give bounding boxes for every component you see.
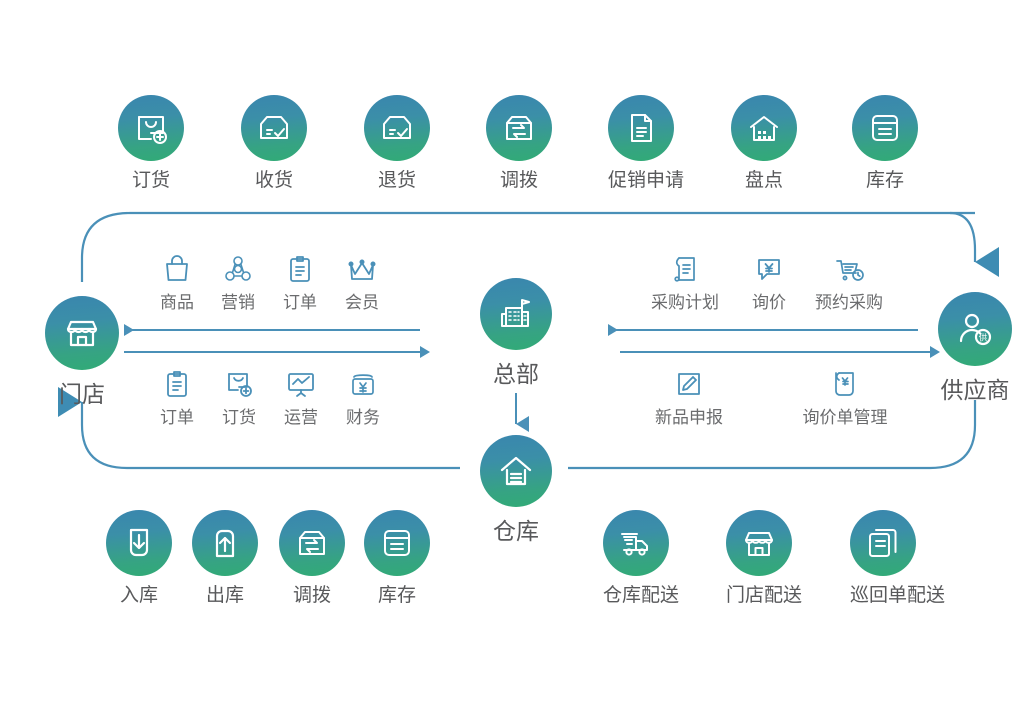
- hub-supplier[interactable]: 供 供应商: [905, 292, 1025, 405]
- mini-订单-below-label: 订单: [160, 408, 194, 427]
- mini-订单-above-label: 订单: [283, 293, 317, 312]
- mini-运营-label: 运营: [284, 408, 318, 427]
- warehouse-dots-icon: [731, 95, 797, 161]
- node-bottom-right-1-label: 门店配送: [726, 585, 803, 606]
- node-bottom-left-0[interactable]: 入库: [106, 510, 172, 608]
- mini-订单-above[interactable]: 订单: [267, 253, 333, 313]
- arrow-down-box-icon: [106, 510, 172, 576]
- hub-store[interactable]: 门店: [12, 296, 152, 409]
- node-top-3[interactable]: 调拨: [486, 95, 552, 193]
- hub-headquarters-label: 总部: [493, 361, 539, 387]
- storefront-icon: [45, 296, 119, 370]
- hub-store-label: 门店: [59, 381, 105, 407]
- mini-新品申报[interactable]: 新品申报: [641, 368, 737, 428]
- clipboard-order-icon: [144, 368, 210, 398]
- documents-stack-icon: [850, 510, 916, 576]
- shopping-bag-plus-icon: [206, 368, 272, 398]
- warehouse-icon: [480, 435, 552, 507]
- mini-询价-label: 询价: [752, 293, 786, 312]
- clipboard-order-icon: [267, 253, 333, 283]
- node-top-6[interactable]: 库存: [852, 95, 918, 193]
- node-top-4[interactable]: 促销申请: [608, 95, 685, 193]
- node-top-1-label: 收货: [254, 170, 293, 191]
- node-bottom-right-1[interactable]: 门店配送: [726, 510, 803, 608]
- node-bottom-left-1[interactable]: 出库: [192, 510, 258, 608]
- node-top-6-label: 库存: [865, 170, 904, 191]
- arrow-up-box-icon: [192, 510, 258, 576]
- node-top-5[interactable]: 盘点: [731, 95, 797, 193]
- node-top-3-label: 调拨: [499, 170, 538, 191]
- document-lines-icon: [608, 95, 674, 161]
- node-top-0[interactable]: 订货: [118, 95, 184, 193]
- hub-warehouse[interactable]: 仓库: [446, 435, 586, 546]
- hub-warehouse-label: 仓库: [493, 518, 539, 544]
- mini-财务[interactable]: 财务: [330, 368, 396, 428]
- shopping-bag-plus-icon: [118, 95, 184, 161]
- new-product-pencil-icon: [641, 368, 737, 398]
- box-transfer-icon: [486, 95, 552, 161]
- shopping-bag-icon: [144, 253, 210, 283]
- mini-会员-label: 会员: [345, 293, 379, 312]
- mini-商品[interactable]: 商品: [144, 253, 210, 313]
- mini-预约采购-label: 预约采购: [815, 293, 883, 312]
- purchase-plan-icon: [637, 253, 733, 283]
- mini-采购计划-label: 采购计划: [651, 293, 719, 312]
- mini-询价单管理-label: 询价单管理: [802, 408, 888, 427]
- supplier-person-icon: 供: [938, 292, 1012, 366]
- delivery-truck-icon: [603, 510, 669, 576]
- node-bottom-left-1-label: 出库: [205, 585, 244, 606]
- box-check-icon: [241, 95, 307, 161]
- loop-bottom-right-segment: [568, 400, 977, 470]
- node-top-0-label: 订货: [131, 170, 170, 191]
- svg-text:供: 供: [979, 333, 988, 344]
- mini-订货[interactable]: 订货: [206, 368, 272, 428]
- scheduled-purchase-icon: [801, 253, 897, 283]
- node-bottom-left-2[interactable]: 调拨: [279, 510, 345, 608]
- price-inquiry-icon: [736, 253, 802, 283]
- node-bottom-right-0[interactable]: 仓库配送: [603, 510, 680, 608]
- hub-headquarters[interactable]: 总部: [446, 278, 586, 389]
- node-bottom-right-2-label: 巡回单配送: [850, 585, 946, 606]
- mini-商品-label: 商品: [160, 293, 194, 312]
- node-top-1[interactable]: 收货: [241, 95, 307, 193]
- node-bottom-left-3[interactable]: 库存: [364, 510, 430, 608]
- node-top-2[interactable]: 退货: [364, 95, 430, 193]
- mini-会员[interactable]: 会员: [329, 253, 395, 313]
- hub-supplier-label: 供应商: [940, 377, 1010, 403]
- node-bottom-left-2-label: 调拨: [292, 585, 331, 606]
- mini-预约采购[interactable]: 预约采购: [801, 253, 897, 313]
- mini-订单-below[interactable]: 订单: [144, 368, 210, 428]
- mini-订货-label: 订货: [222, 408, 256, 427]
- crown-member-icon: [329, 253, 395, 283]
- node-top-4-label: 促销申请: [608, 170, 685, 191]
- box-lines-icon: [852, 95, 918, 161]
- node-top-5-label: 盘点: [744, 170, 783, 191]
- loop-to-supplier-arrow: [949, 211, 999, 277]
- chart-board-icon: [268, 368, 334, 398]
- node-top-2-label: 退货: [377, 170, 416, 191]
- marketing-network-icon: [205, 253, 271, 283]
- node-bottom-left-3-label: 库存: [377, 585, 416, 606]
- node-bottom-left-0-label: 入库: [119, 585, 158, 606]
- mini-运营[interactable]: 运营: [268, 368, 334, 428]
- box-transfer-icon: [279, 510, 345, 576]
- mini-询价[interactable]: 询价: [736, 253, 802, 313]
- node-bottom-right-0-label: 仓库配送: [603, 585, 680, 606]
- box-check-icon: [364, 95, 430, 161]
- inquiry-docs-icon: [797, 368, 893, 398]
- node-bottom-right-2[interactable]: 巡回单配送: [850, 510, 946, 608]
- mini-新品申报-label: 新品申报: [655, 408, 723, 427]
- mini-营销[interactable]: 营销: [205, 253, 271, 313]
- mini-询价单管理[interactable]: 询价单管理: [797, 368, 893, 428]
- office-building-icon: [480, 278, 552, 350]
- finance-yen-icon: [330, 368, 396, 398]
- storefront-icon: [726, 510, 792, 576]
- mini-财务-label: 财务: [346, 408, 380, 427]
- mini-营销-label: 营销: [221, 293, 255, 312]
- box-lines-icon: [364, 510, 430, 576]
- mini-采购计划[interactable]: 采购计划: [637, 253, 733, 313]
